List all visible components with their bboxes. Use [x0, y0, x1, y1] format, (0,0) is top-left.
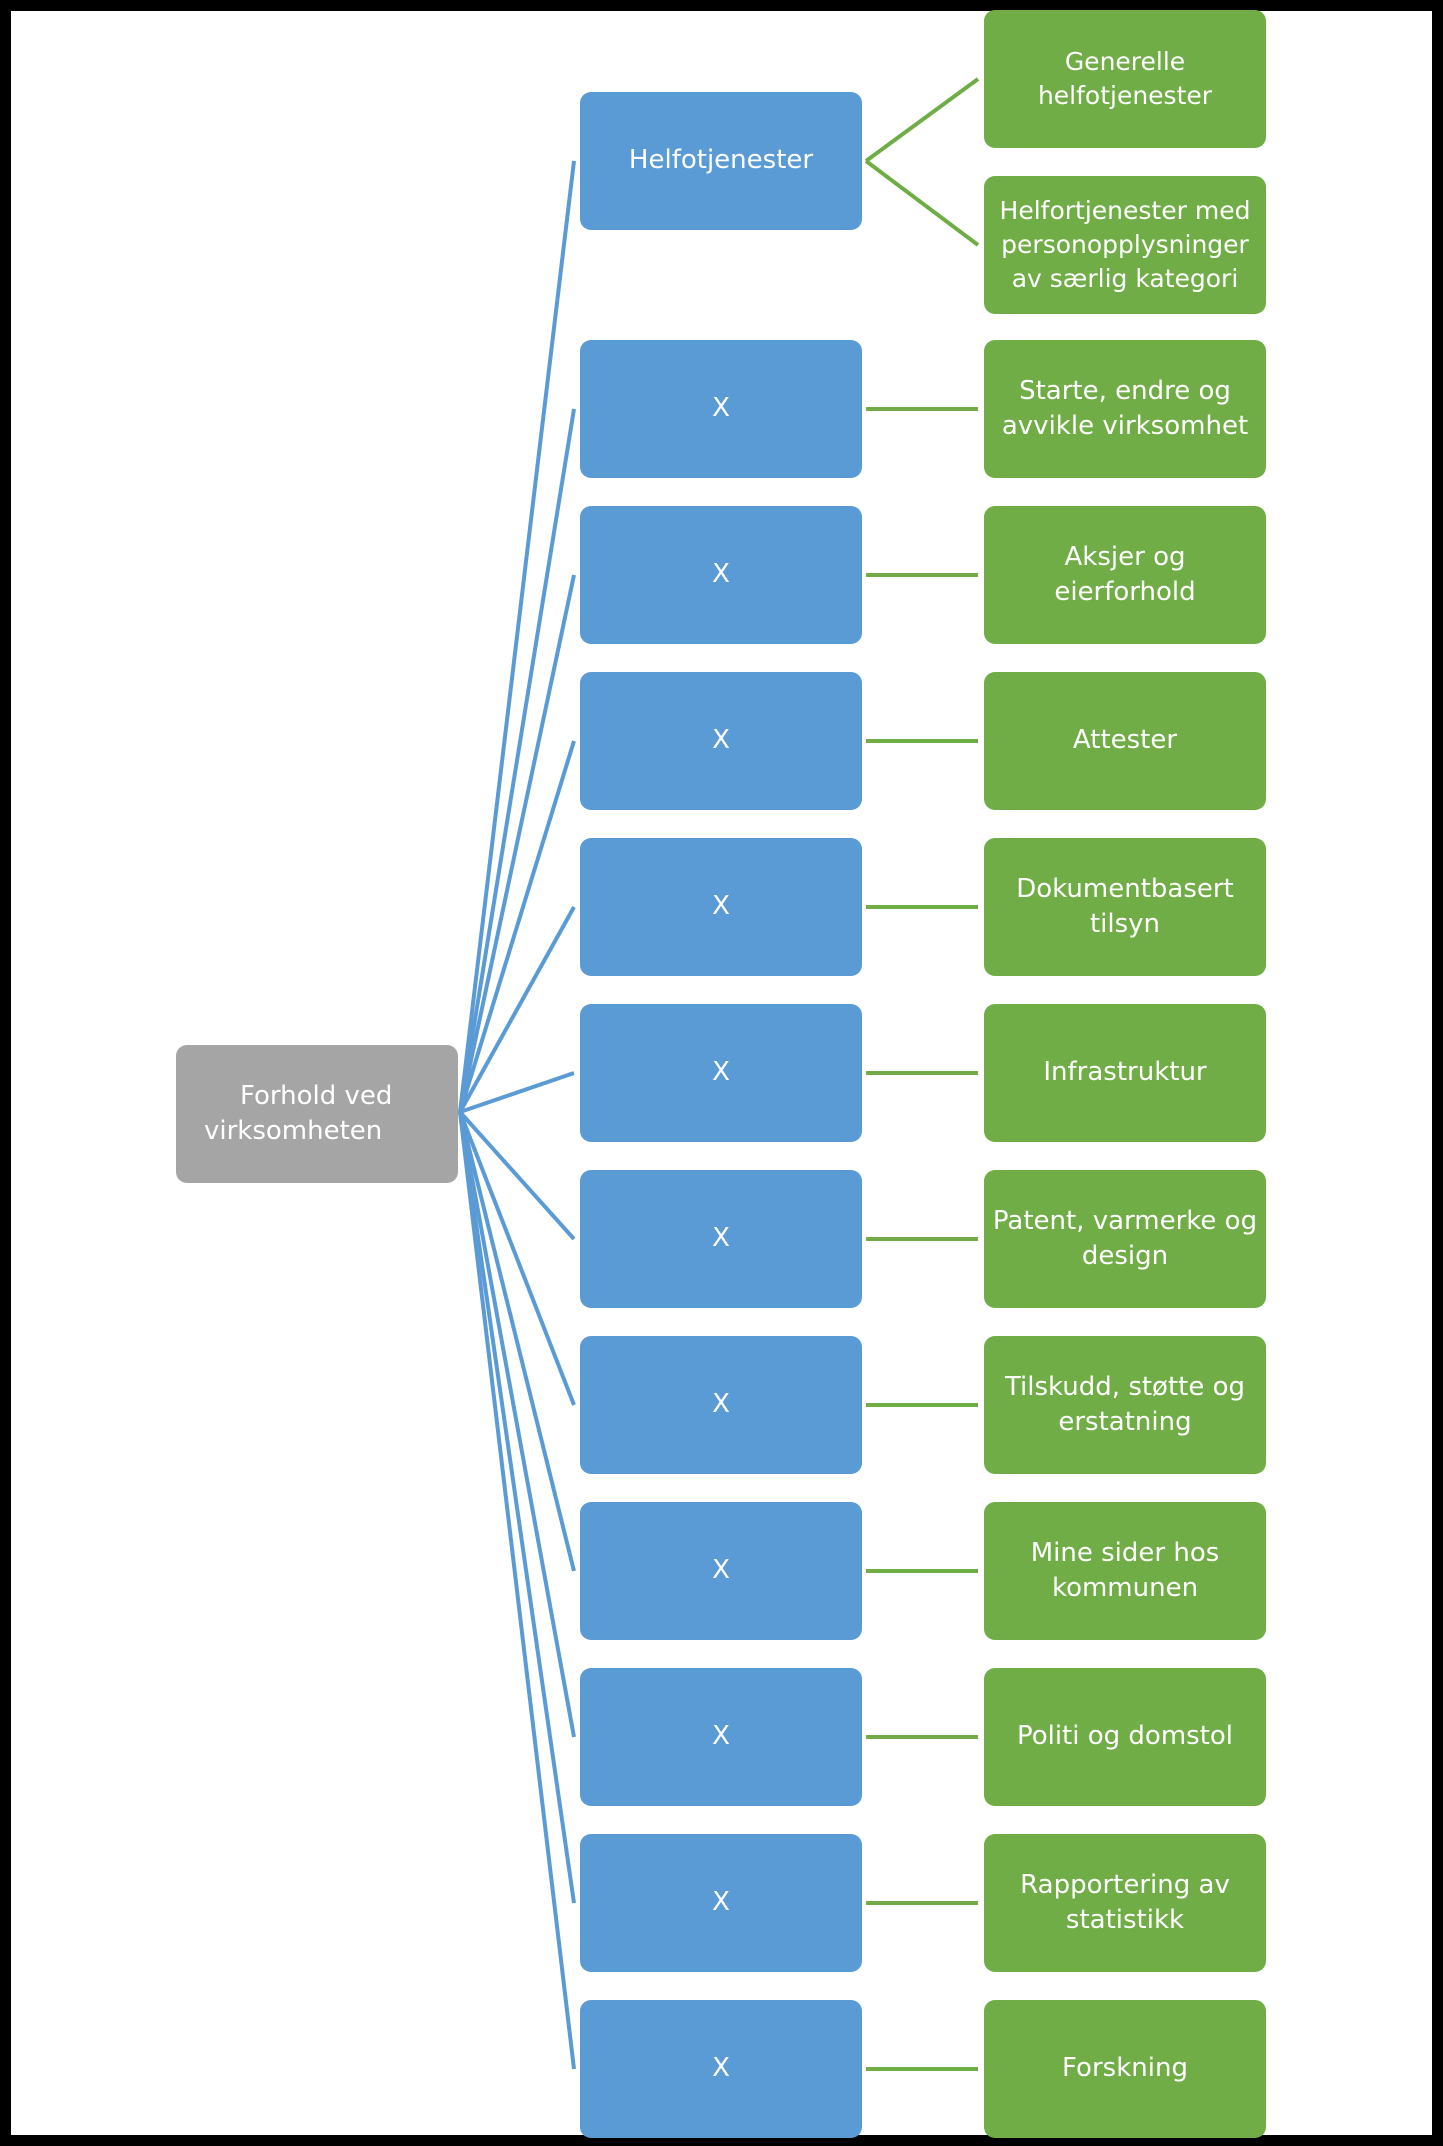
- leaf-node-5-0-label: Infrastruktur: [1043, 1057, 1207, 1088]
- branch-node-10-label: X: [712, 1887, 730, 1918]
- root-link-0: [458, 160, 576, 1113]
- root-link-6: [458, 1110, 576, 1241]
- leaf-node-8-0: Mine sider hos kommunen: [984, 1502, 1266, 1640]
- leaf-node-6-0: Patent, varmerke og design: [984, 1170, 1266, 1308]
- leaf-node-10-0: Rapportering av statistikk: [984, 1834, 1266, 1972]
- leaf-node-2-0: Aksjer og eierforhold: [984, 506, 1266, 644]
- leaf-node-4-0-label: Dokumentbasert tilsyn: [1016, 873, 1234, 939]
- branch-node-5-label: X: [712, 1057, 730, 1088]
- leaf-node-1-0: Starte, endre og avvikle virksomhet: [984, 340, 1266, 478]
- branch-node-9: X: [580, 1668, 862, 1806]
- leaf-node-4-0: Dokumentbasert tilsyn: [984, 838, 1266, 976]
- root-label-line2: virksomheten: [204, 1116, 383, 1146]
- leaf-node-9-0: Politi og domstol: [984, 1668, 1266, 1806]
- branch-node-11-label: X: [712, 2053, 730, 2084]
- root-link-8: [458, 1111, 576, 1572]
- root-link-5: [459, 1071, 575, 1114]
- leaf-node-5-0: Infrastruktur: [984, 1004, 1266, 1142]
- leaf-node-10-0-label: Rapportering av statistikk: [1020, 1869, 1230, 1935]
- root-link-11: [458, 1111, 576, 2070]
- branch-node-6: X: [580, 1170, 862, 1308]
- root-link-3: [458, 740, 576, 1113]
- leaf-node-8-0-label: Mine sider hos kommunen: [1030, 1537, 1220, 1603]
- root-link-10: [458, 1111, 576, 1904]
- leaf-link-0-1: [864, 159, 980, 247]
- branch-node-9-label: X: [712, 1721, 730, 1752]
- root-label-line1: Forhold ved: [240, 1080, 393, 1111]
- branch-node-6-label: X: [712, 1223, 730, 1254]
- branch-node-1: X: [580, 340, 862, 478]
- branch-node-0-label: Helfotjenester: [628, 145, 814, 176]
- branch-node-4-label: X: [712, 891, 730, 922]
- leaf-node-0-1: Helfortjenester med personopplysninger a…: [984, 176, 1266, 314]
- branch-node-2-label: X: [712, 559, 730, 590]
- branch-node-7: X: [580, 1336, 862, 1474]
- root-node: Forhold ved virksomheten: [176, 1045, 458, 1183]
- leaf-node-0-0: Generelle helfotjenester: [984, 10, 1266, 148]
- leaf-node-0-0-label: Generelle helfotjenester: [1037, 47, 1213, 110]
- branch-node-10: X: [580, 1834, 862, 1972]
- branch-node-3-label: X: [712, 725, 730, 756]
- branch-node-4: X: [580, 838, 862, 976]
- root-link-2: [458, 574, 576, 1113]
- leaf-node-3-0-label: Attester: [1072, 725, 1178, 756]
- branch-node-2: X: [580, 506, 862, 644]
- leaf-node-9-0-label: Politi og domstol: [1016, 1721, 1234, 1752]
- root-link-4: [458, 906, 576, 1113]
- leaf-node-11-0: Forskning: [984, 2000, 1266, 2138]
- leaf-node-0-1-label: Helfortjenester med personopplysninger a…: [999, 196, 1251, 293]
- branch-node-8-label: X: [712, 1555, 730, 1586]
- branch-node-0: Helfotjenester: [580, 92, 862, 230]
- branch-node-1-label: X: [712, 393, 730, 424]
- leaf-node-7-0-label: Tilskudd, støtte og erstatning: [1004, 1371, 1246, 1437]
- leaf-node-3-0: Attester: [984, 672, 1266, 810]
- root-link-9: [458, 1111, 576, 1738]
- leaf-node-6-0-label: Patent, varmerke og design: [992, 1205, 1258, 1271]
- leaf-link-0-0: [864, 77, 980, 163]
- root-link-1: [458, 408, 576, 1113]
- branch-node-5: X: [580, 1004, 862, 1142]
- branch-node-8: X: [580, 1502, 862, 1640]
- branch-node-11: X: [580, 2000, 862, 2138]
- branch-node-7-label: X: [712, 1389, 730, 1420]
- root-link-7: [458, 1111, 576, 1406]
- leaf-node-1-0-label: Starte, endre og avvikle virksomhet: [1001, 375, 1249, 441]
- leaf-node-11-0-label: Forskning: [1062, 2053, 1188, 2084]
- leaf-node-7-0: Tilskudd, støtte og erstatning: [984, 1336, 1266, 1474]
- leaf-node-2-0-label: Aksjer og eierforhold: [1054, 541, 1196, 607]
- branch-node-3: X: [580, 672, 862, 810]
